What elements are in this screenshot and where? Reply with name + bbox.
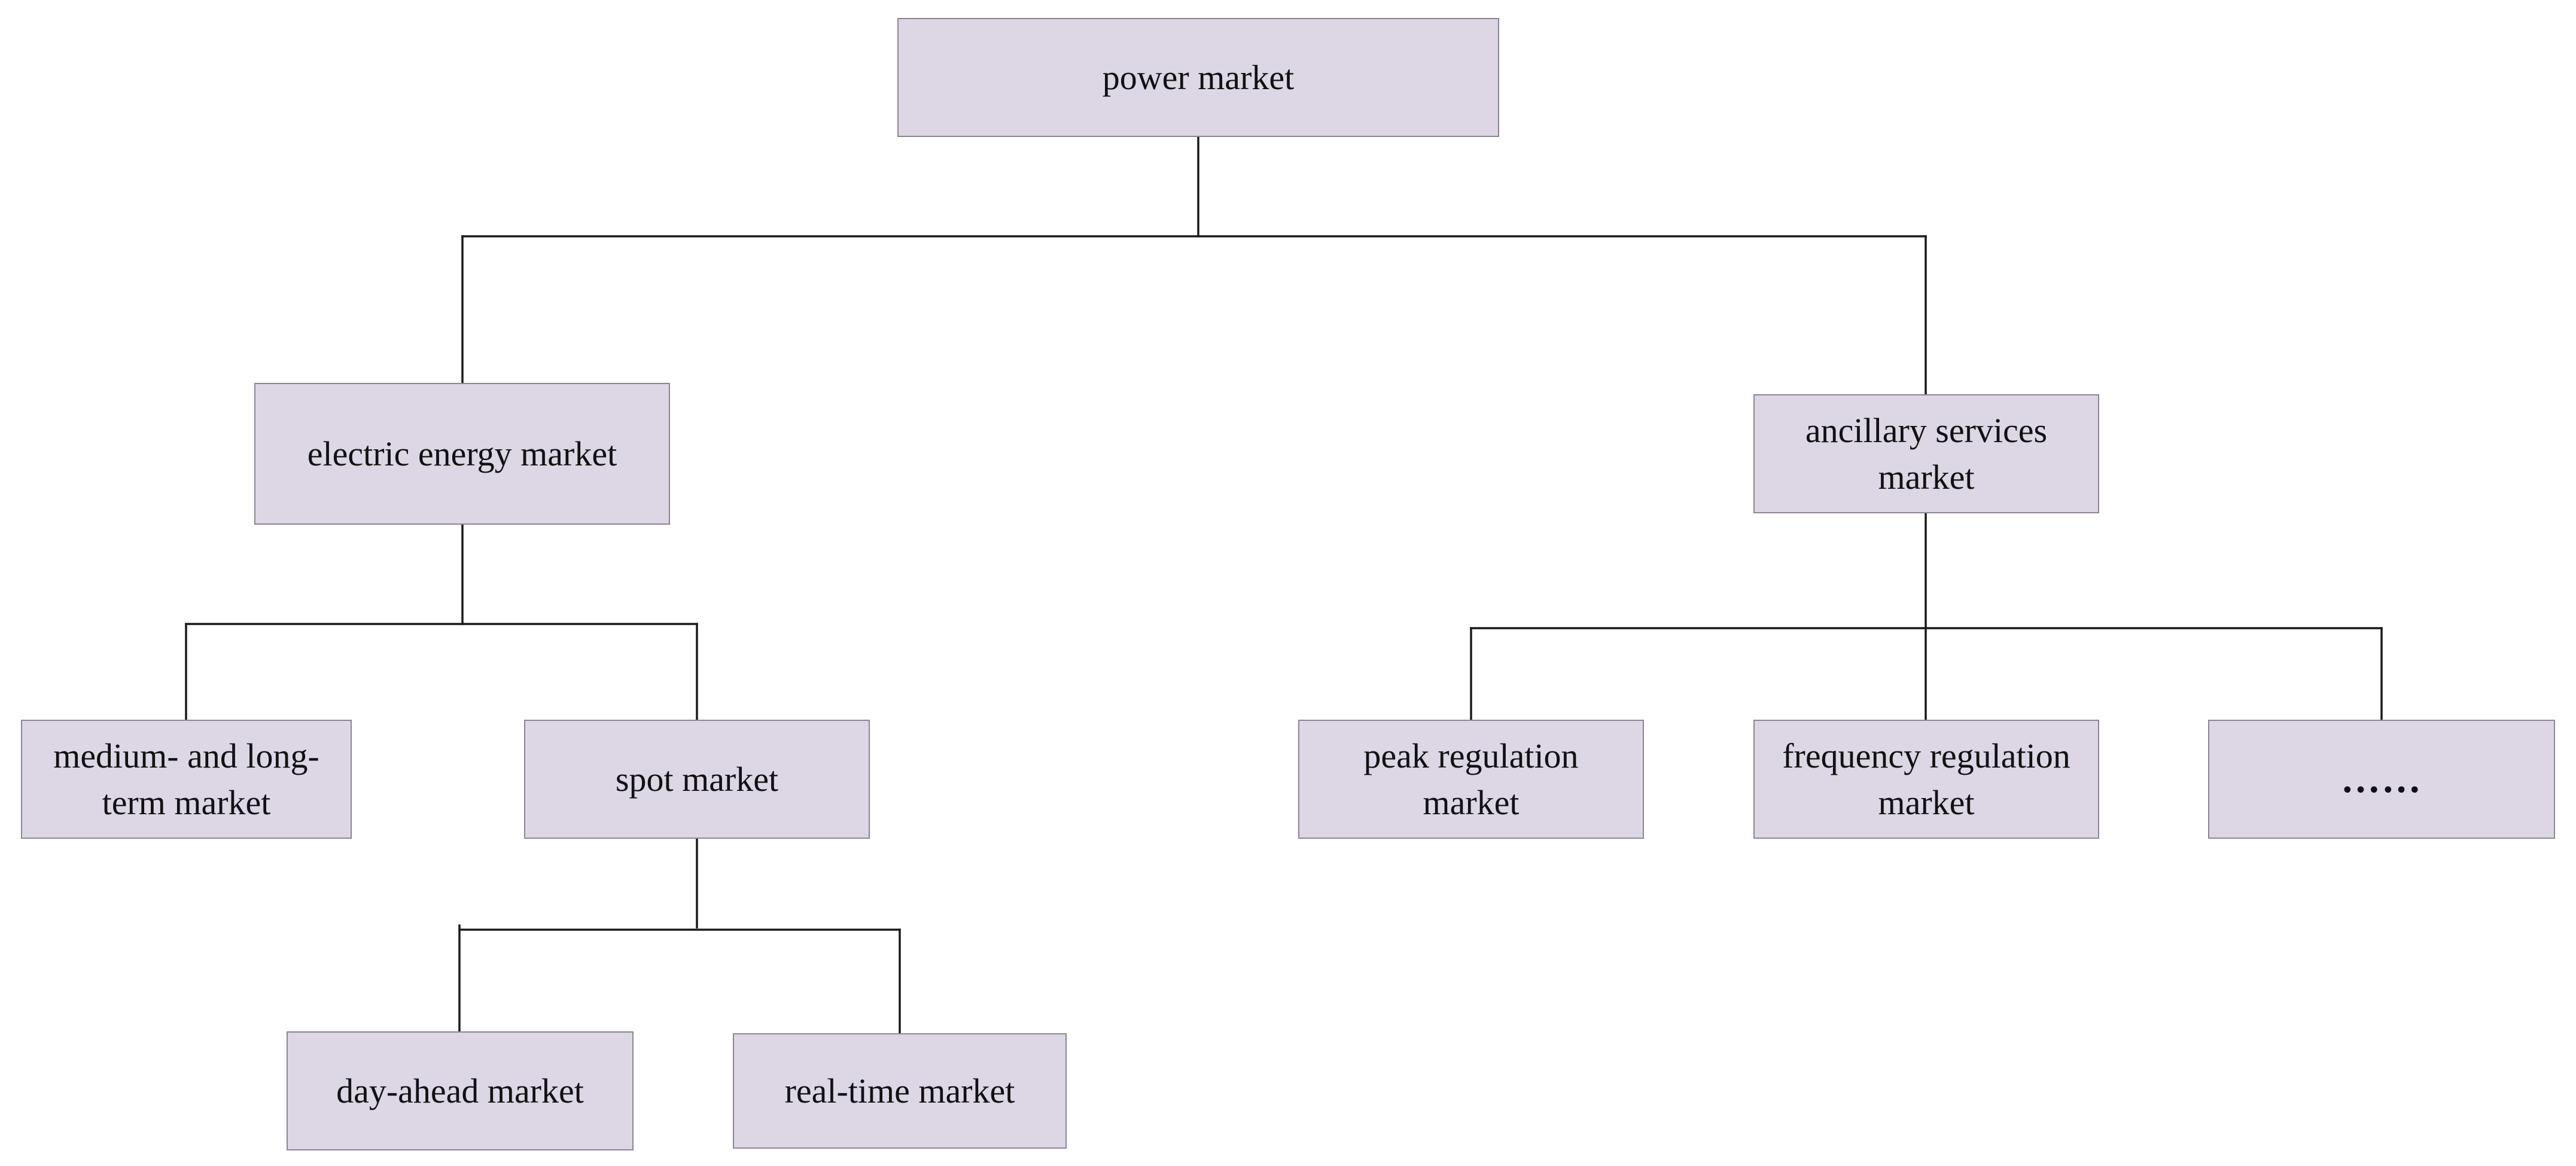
node-electric-energy-market: electric energy market: [254, 383, 670, 525]
node-label: frequency regulation market: [1782, 736, 2070, 822]
node-day-ahead-market: day-ahead market: [287, 1031, 634, 1150]
node-label: ……: [2341, 757, 2422, 801]
node-label: electric energy market: [307, 434, 617, 473]
node-label: power market: [1102, 57, 1295, 97]
node-spot-market: spot market: [524, 720, 870, 839]
node-peak-regulation-market: peak regulation market: [1298, 720, 1644, 839]
node-label: ancillary services market: [1805, 411, 2048, 497]
node-label: peak regulation market: [1363, 736, 1579, 822]
node-frequency-regulation-market: frequency regulation market: [1753, 720, 2099, 839]
node-label: day-ahead market: [336, 1071, 584, 1110]
node-power-market: power market: [897, 18, 1499, 137]
node-medium-long-term-market: medium- and long-term market: [21, 720, 352, 839]
node-label: spot market: [615, 759, 779, 799]
node-label: real-time market: [784, 1071, 1015, 1110]
node-real-time-market: real-time market: [733, 1033, 1067, 1149]
node-ancillary-services-market: ancillary services market: [1753, 394, 2099, 513]
node-label: medium- and long-term market: [53, 736, 319, 822]
node-ellipsis: ……: [2208, 720, 2555, 839]
